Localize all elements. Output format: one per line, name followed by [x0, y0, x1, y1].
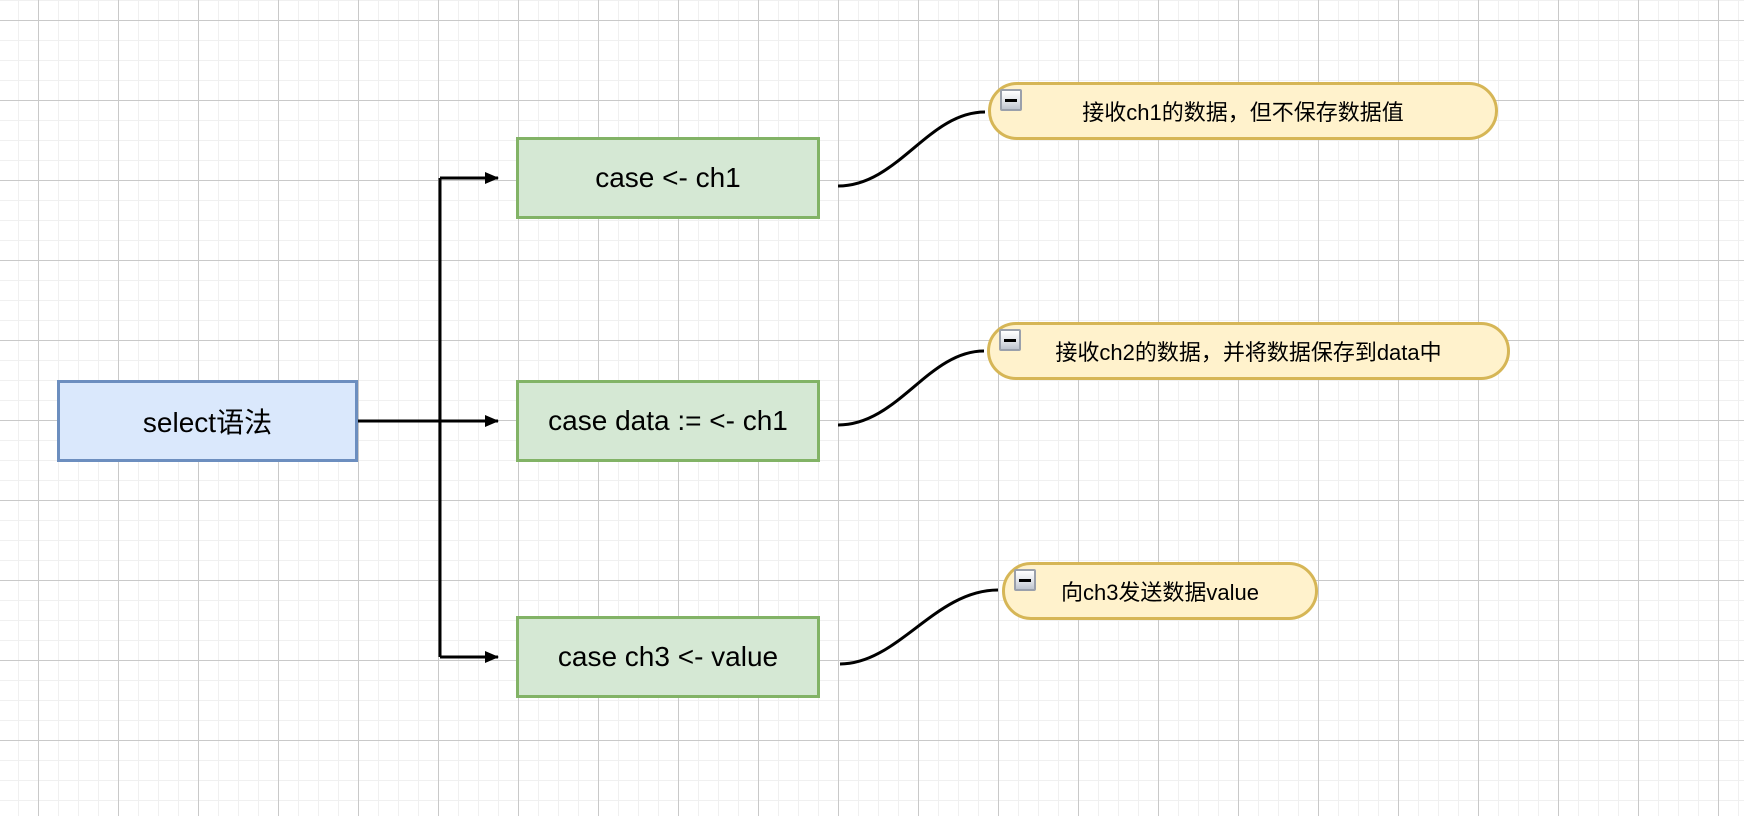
node-case3[interactable]: case ch3 <- value — [516, 616, 820, 698]
minus-icon — [1005, 98, 1017, 102]
note-case2-text: 接收ch2的数据，并将数据保存到data中 — [1055, 340, 1442, 365]
collapse-button[interactable] — [1014, 569, 1036, 591]
note-case1-text: 接收ch1的数据，但不保存数据值 — [1082, 100, 1404, 125]
note-case1[interactable]: 接收ch1的数据，但不保存数据值 — [988, 82, 1498, 140]
minus-icon — [1019, 578, 1031, 582]
connector-case3-to-note3[interactable] — [839, 588, 999, 666]
node-case1[interactable]: case <- ch1 — [516, 137, 820, 219]
connector-case2-to-note2[interactable] — [837, 349, 985, 427]
connector-root-trunk[interactable] — [358, 178, 442, 657]
node-select-root[interactable]: select语法 — [57, 380, 358, 462]
note-case3[interactable]: 向ch3发送数据value — [1002, 562, 1318, 620]
node-case2[interactable]: case data := <- ch1 — [516, 380, 820, 462]
node-case2-label: case data := <- ch1 — [548, 405, 788, 436]
node-select-root-label: select语法 — [142, 407, 273, 438]
note-case3-text: 向ch3发送数据value — [1060, 580, 1260, 605]
collapse-button[interactable] — [999, 329, 1021, 351]
node-case1-label: case <- ch1 — [595, 162, 741, 193]
note-case2[interactable]: 接收ch2的数据，并将数据保存到data中 — [987, 322, 1510, 380]
connector-case1-to-note1[interactable] — [837, 110, 986, 188]
collapse-button[interactable] — [1000, 89, 1022, 111]
node-case3-label: case ch3 <- value — [557, 641, 779, 672]
minus-icon — [1004, 338, 1016, 342]
